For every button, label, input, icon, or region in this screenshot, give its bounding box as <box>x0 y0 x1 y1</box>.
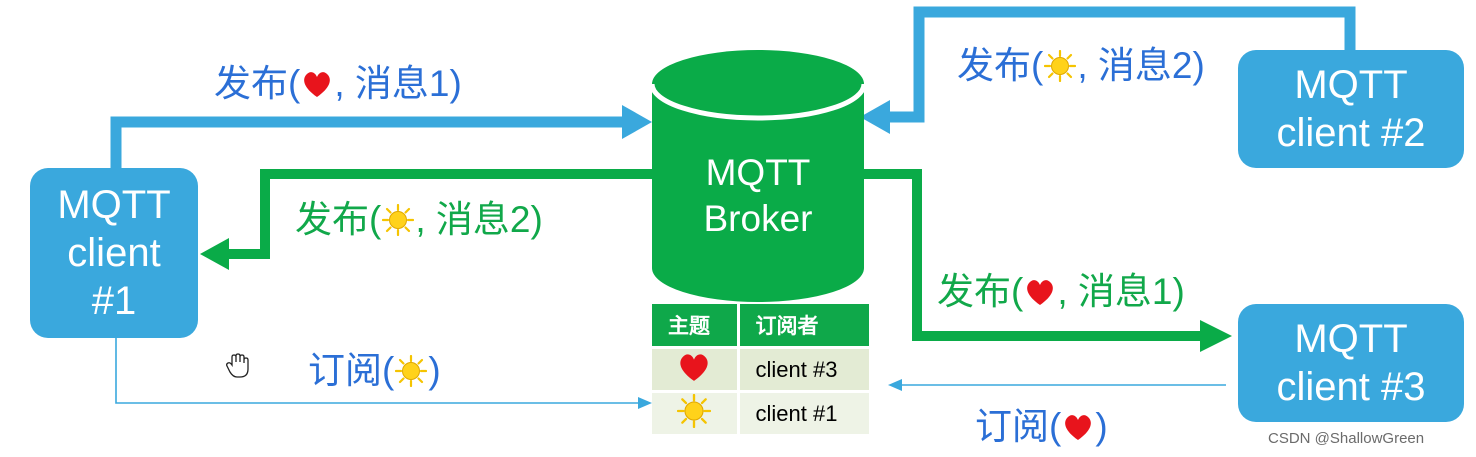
broker-label: MQTT Broker <box>652 150 864 242</box>
arrow-broker-to-client3 <box>864 169 1232 352</box>
header-subscriber: 订阅者 <box>738 304 872 349</box>
arrow-client1-subscribe <box>115 338 652 409</box>
header-topic: 主题 <box>652 304 740 349</box>
heart-icon <box>1065 415 1092 440</box>
sun-icon <box>677 393 712 428</box>
arrow-client3-subscribe <box>888 379 1226 391</box>
mqtt-client-1-box: MQTT client #1 <box>30 168 198 338</box>
label-suffix: , 消息2) <box>415 199 543 240</box>
sun-icon <box>395 355 428 387</box>
heart-icon <box>304 72 331 97</box>
label-suffix: , 消息1) <box>334 63 462 104</box>
label-suffix: ) <box>428 350 441 391</box>
label-prefix: 发布( <box>214 63 301 104</box>
table-row: client #3 <box>652 347 872 393</box>
broker-label-line2: Broker <box>703 198 813 239</box>
label-suffix: , 消息2) <box>1077 45 1205 86</box>
label-subscribe-heart: 订阅( ) <box>975 405 1108 449</box>
label-subscribe-sun: 订阅( ) <box>308 349 441 393</box>
label-deliver-sun-msg2: 发布( , 消息2) <box>295 198 543 242</box>
label-suffix: ) <box>1095 406 1108 447</box>
label-publish-sun-msg2: 发布( , 消息2) <box>957 44 1205 88</box>
arrow-client1-to-broker <box>110 105 652 168</box>
client3-line2: client #3 <box>1276 365 1426 409</box>
table-header-row: 主题 订阅者 <box>652 304 872 349</box>
hand-cursor-icon <box>226 353 249 378</box>
client1-line3: #1 <box>91 279 137 323</box>
sun-icon <box>382 204 415 236</box>
label-deliver-heart-msg1: 发布( , 消息1) <box>937 270 1185 314</box>
heart-icon <box>680 353 708 381</box>
subscriber-cell: client #1 <box>738 391 872 437</box>
mqtt-client-3-box: MQTT client #3 <box>1238 304 1464 422</box>
label-prefix: 发布( <box>957 45 1044 86</box>
broker-label-line1: MQTT <box>705 152 811 193</box>
label-publish-heart-msg1: 发布( , 消息1) <box>214 62 462 106</box>
heart-icon <box>1027 280 1054 305</box>
client2-line1: MQTT <box>1294 63 1408 107</box>
client1-line1: MQTT <box>57 183 171 227</box>
mqtt-client-2-box: MQTT client #2 <box>1238 50 1464 168</box>
client1-line2: client <box>67 231 161 275</box>
topic-cell <box>652 347 740 393</box>
sun-icon <box>1044 50 1077 82</box>
arrow-broker-to-client1 <box>200 169 652 270</box>
label-suffix: , 消息1) <box>1057 271 1185 312</box>
subscriber-cell: client #3 <box>738 347 872 393</box>
label-prefix: 订阅( <box>308 350 395 391</box>
label-prefix: 发布( <box>937 271 1024 312</box>
client2-line2: client #2 <box>1276 111 1426 155</box>
label-prefix: 发布( <box>295 199 382 240</box>
subscription-table: 主题 订阅者 client #3 client #1 <box>652 304 872 437</box>
arrow-client2-to-broker <box>860 6 1356 134</box>
table-row: client #1 <box>652 391 872 437</box>
broker-cylinder <box>649 50 867 302</box>
topic-cell <box>652 391 740 437</box>
label-prefix: 订阅( <box>975 406 1062 447</box>
watermark: CSDN @ShallowGreen <box>1268 430 1425 447</box>
client3-line1: MQTT <box>1294 317 1408 361</box>
